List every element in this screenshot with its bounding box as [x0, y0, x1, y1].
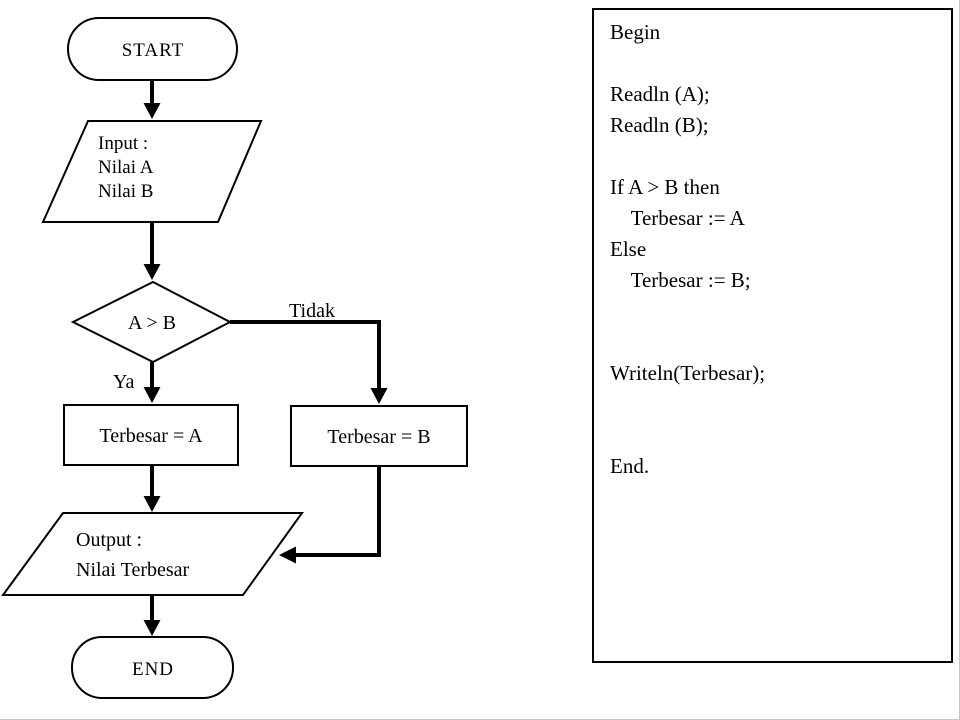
code-line: Begin	[610, 20, 661, 44]
code-line: Writeln(Terbesar);	[610, 361, 766, 385]
code-line: Terbesar := A	[610, 206, 745, 230]
code-line	[610, 141, 943, 172]
process-a-node	[63, 404, 239, 466]
arrowhead-decision-to-process-b	[370, 388, 388, 404]
arrowhead-output-to-end	[143, 620, 161, 636]
code-line: End.	[610, 454, 650, 478]
code-line	[610, 327, 943, 358]
process-b-node	[290, 405, 468, 467]
start-node-label: START	[122, 40, 185, 61]
process-a-label: Terbesar = A	[99, 425, 203, 447]
flowchart-canvas: START Input : Nilai A Nilai B A > B Tida…	[1, 17, 468, 699]
code-line: Terbesar := B;	[610, 268, 751, 292]
arrowhead-input-to-decision	[143, 264, 161, 280]
connector-decision-to-process-b	[230, 320, 381, 389]
code-line: If A > B then	[610, 175, 720, 199]
input-node	[41, 120, 263, 223]
decision-node-label: A > B	[128, 312, 176, 334]
arrowhead-start-to-input	[143, 103, 161, 119]
output-node-line1: Output :	[76, 529, 142, 551]
input-node-line2: Nilai A	[98, 157, 154, 178]
branch-no-label: Tidak	[289, 300, 335, 322]
code-line: Readln (A);	[610, 82, 710, 106]
code-panel: Begin Readln (A); Readln (B); If A > B t…	[592, 8, 953, 663]
code-line	[610, 296, 943, 327]
code-line	[610, 420, 943, 451]
output-node	[1, 512, 304, 596]
end-node	[71, 636, 234, 699]
input-node-line3: Nilai B	[98, 181, 153, 202]
input-node-line1: Input :	[98, 133, 148, 154]
arrowhead-process-b-to-output	[279, 546, 296, 564]
end-node-label: END	[132, 659, 174, 680]
process-b-label: Terbesar = B	[327, 426, 430, 448]
connector-process-b-to-output	[295, 466, 381, 557]
branch-yes-label: Ya	[113, 371, 134, 393]
code-line: Readln (B);	[610, 113, 709, 137]
code-line	[610, 48, 943, 79]
code-line	[610, 389, 943, 420]
arrowhead-process-a-to-output	[143, 496, 161, 512]
code-line: Else	[610, 237, 647, 261]
output-node-line2: Nilai Terbesar	[76, 559, 190, 581]
arrowhead-decision-to-process-a	[143, 387, 161, 403]
